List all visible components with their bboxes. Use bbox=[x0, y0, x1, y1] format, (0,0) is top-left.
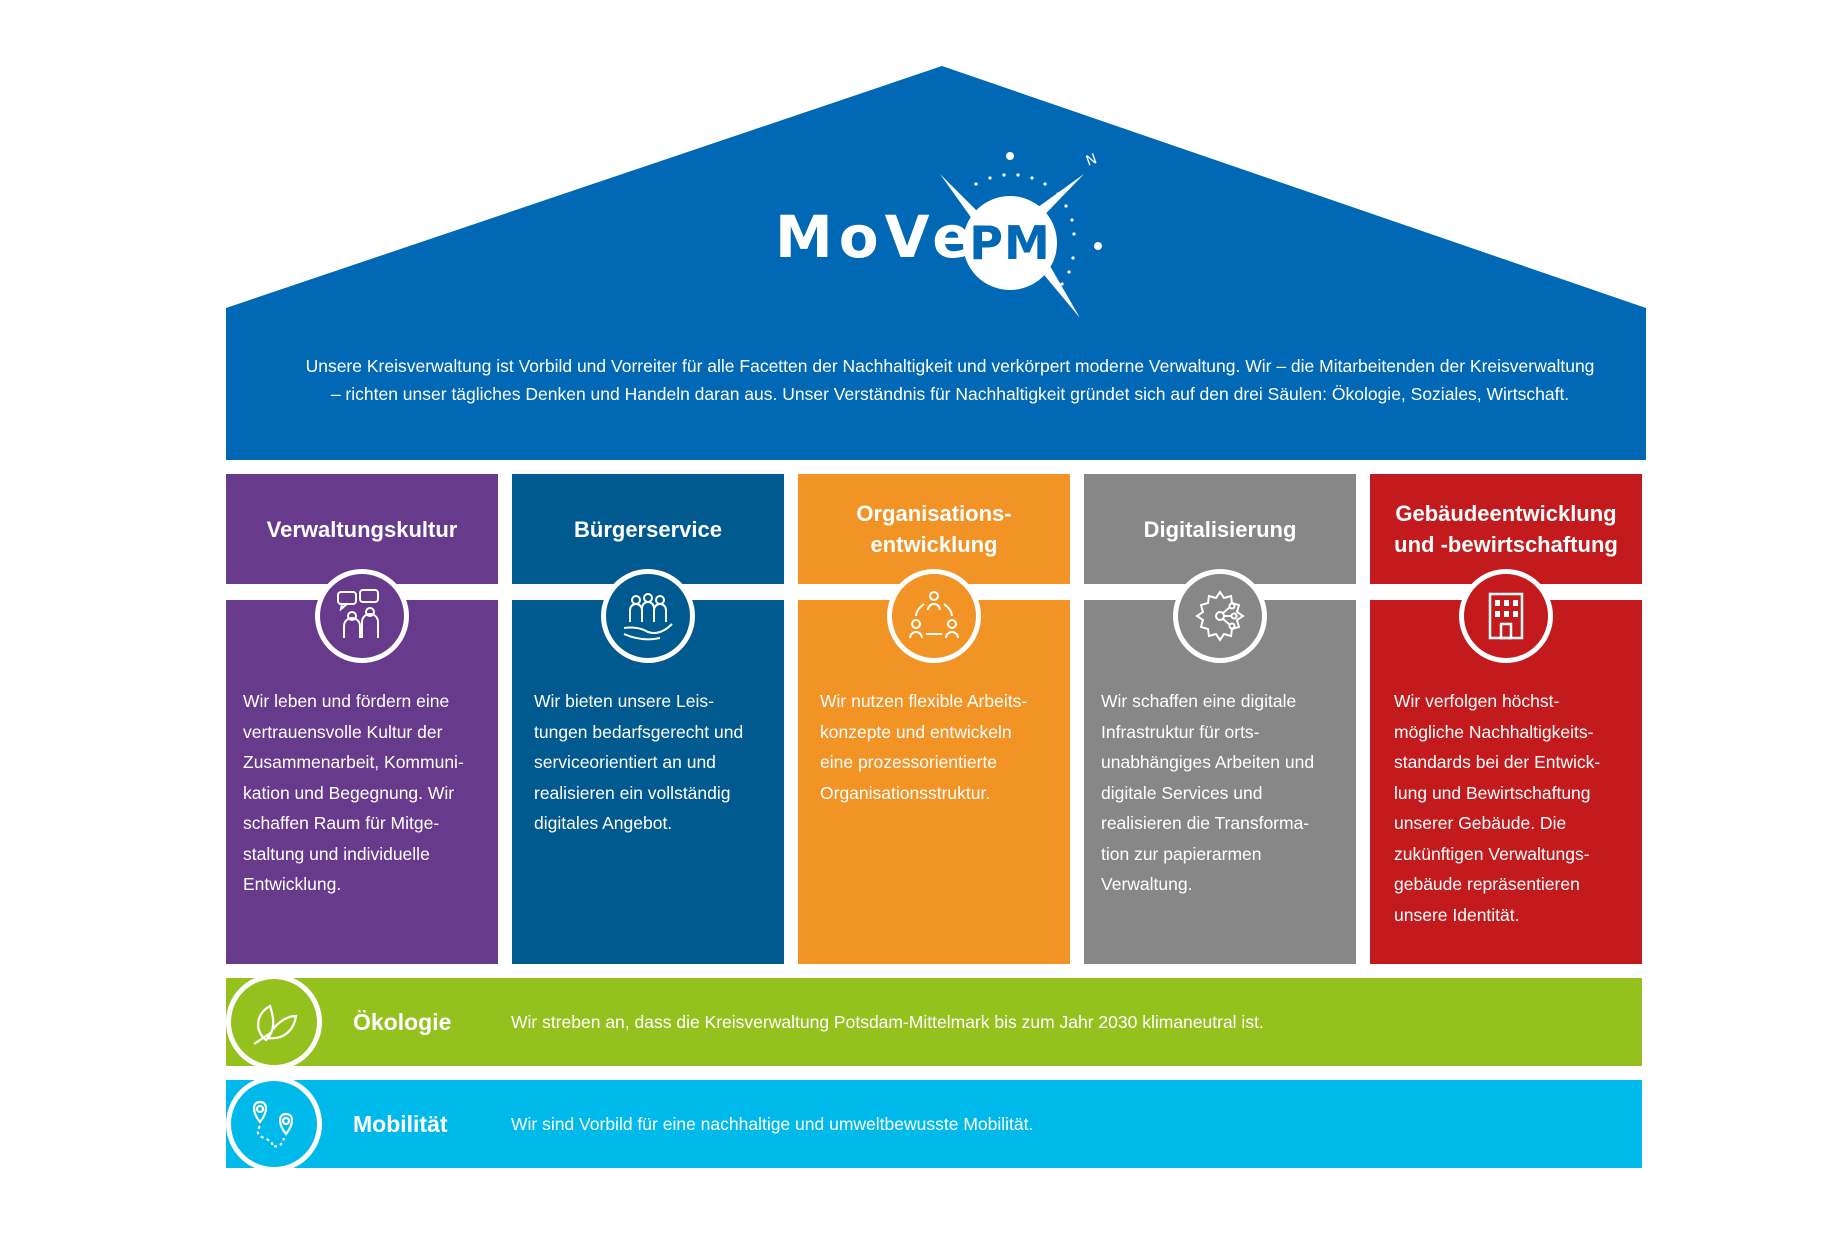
pillar-digitalisierung-body: Wir schaffen eine digitale Infrastruktur… bbox=[1084, 600, 1356, 964]
logo-pm-badge: PM bbox=[963, 196, 1057, 290]
people-chat-icon bbox=[315, 569, 409, 663]
leaf-icon bbox=[226, 974, 322, 1070]
band-mobilitaet-title: Mobilität bbox=[353, 1110, 448, 1137]
intro-text: Unsere Kreisverwaltung ist Vorbild und V… bbox=[305, 356, 1595, 404]
building-icon bbox=[1459, 569, 1553, 663]
pillar-verwaltungskultur-title: Verwaltungskultur bbox=[226, 474, 498, 584]
people-network-icon bbox=[887, 569, 981, 663]
pillar-organisation-text: Wir nutzen flexible Arbeits- konzepte un… bbox=[820, 691, 1028, 803]
pillar-digitalisierung-title: Digitalisierung bbox=[1084, 474, 1356, 584]
pillar-gebaeude-text: Wir verfolgen höchst- mögliche Nachhalti… bbox=[1394, 691, 1601, 925]
pillar-verwaltungskultur-text: Wir leben und fördern eine vertrauensvol… bbox=[243, 691, 464, 894]
pillar-organisation-body: Wir nutzen flexible Arbeits- konzepte un… bbox=[798, 600, 1070, 964]
people-hand-icon bbox=[601, 569, 695, 663]
compass-north-label: N bbox=[1084, 151, 1099, 170]
pillar-digitalisierung-text: Wir schaffen eine digitale Infrastruktur… bbox=[1101, 691, 1315, 894]
pillar-organisation-title: Organisations- entwicklung bbox=[798, 474, 1070, 584]
pillar-buergerservice-title: Bürgerservice bbox=[512, 474, 784, 584]
gear-network-icon bbox=[1173, 569, 1267, 663]
route-pins-icon bbox=[226, 1076, 322, 1172]
pillar-buergerservice-text: Wir bieten unsere Leis- tungen bedarfsge… bbox=[534, 691, 744, 833]
band-mobilitaet-text: Wir sind Vorbild für eine nachhaltige un… bbox=[511, 1113, 1034, 1134]
logo-move-text: MoVe bbox=[775, 203, 978, 271]
band-oekologie-title: Ökologie bbox=[353, 1008, 452, 1035]
pillar-gebaeude-title: Gebäudeentwicklung und -bewirtschaftung bbox=[1370, 474, 1642, 584]
band-oekologie: Ökologie Wir streben an, dass die Kreisv… bbox=[226, 978, 1642, 1066]
band-mobilitaet: Mobilität Wir sind Vorbild für eine nach… bbox=[226, 1080, 1642, 1168]
band-oekologie-text: Wir streben an, dass die Kreisverwaltung… bbox=[511, 1011, 1264, 1032]
